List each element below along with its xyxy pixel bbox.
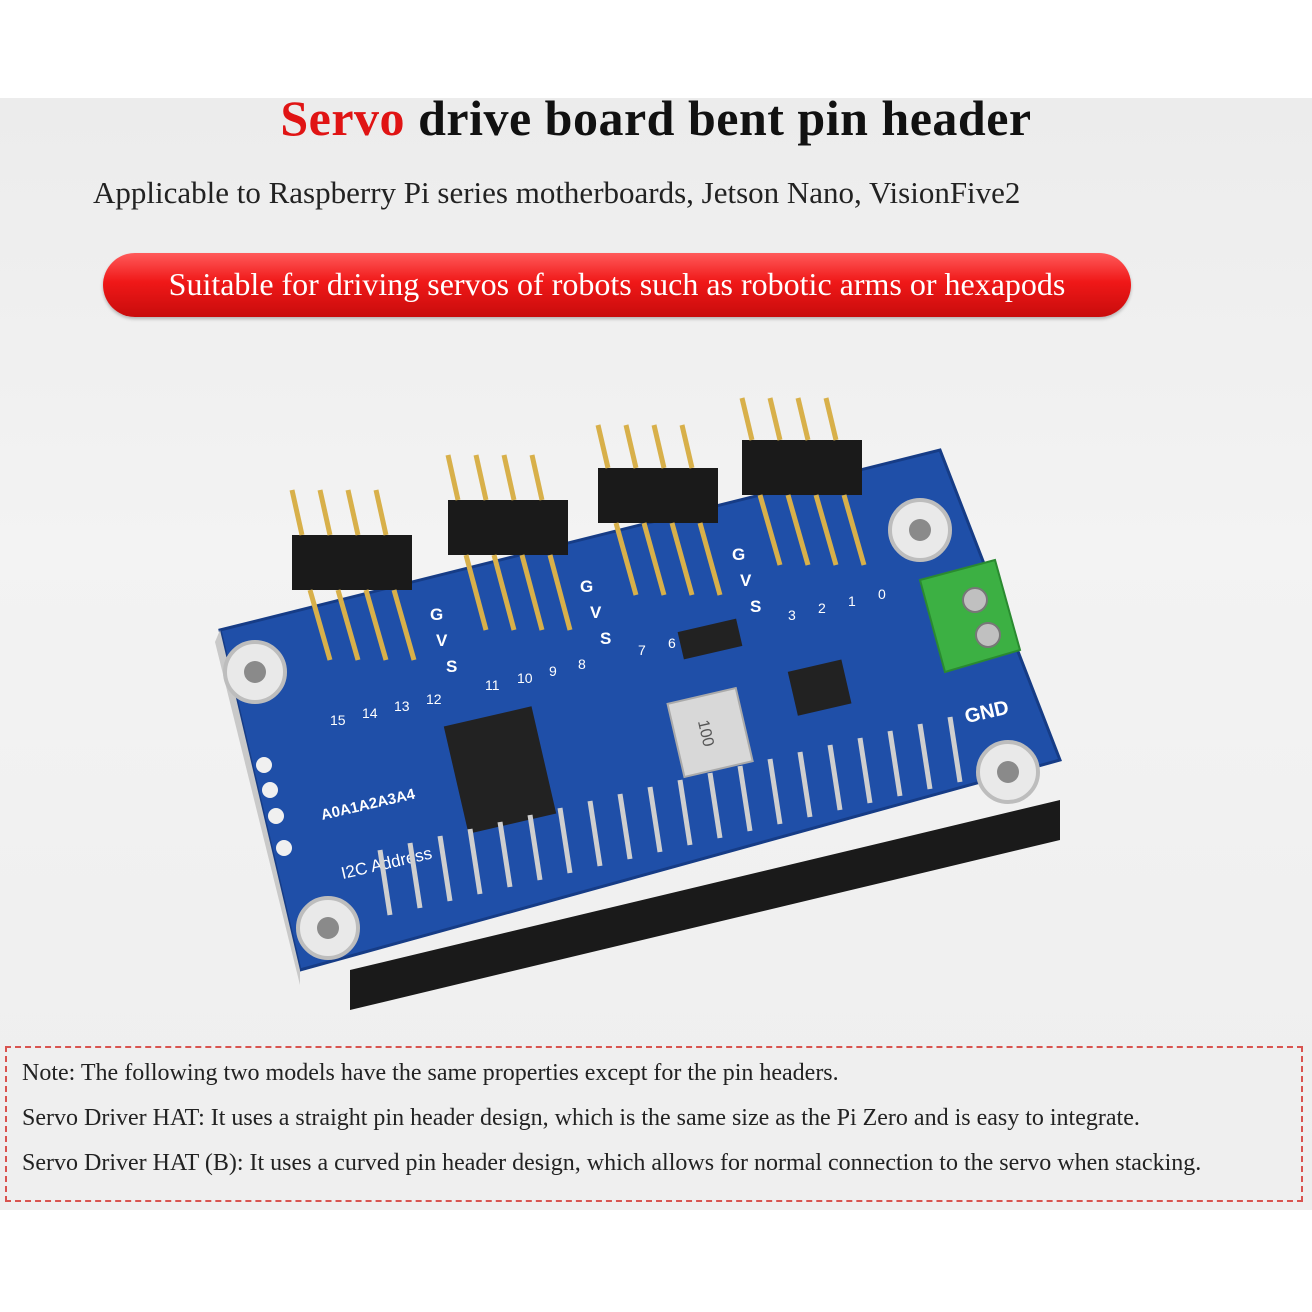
feature-banner: Suitable for driving servos of robots su… xyxy=(103,253,1131,317)
ch-10: 10 xyxy=(517,670,533,686)
silk-v-1: V xyxy=(436,631,448,650)
ch-8: 8 xyxy=(578,656,586,672)
servo-header-4 xyxy=(739,397,867,566)
silk-g-3: G xyxy=(732,545,745,564)
page-title: Servo drive board bent pin header xyxy=(0,88,1312,148)
diode xyxy=(677,618,743,660)
servo-header-3 xyxy=(595,424,723,596)
inductor-mark: 100 xyxy=(694,718,717,748)
product-photo: G V S G V S G V S 15 14 13 12 11 10 9 8 … xyxy=(180,380,1080,1020)
ch-1: 1 xyxy=(848,593,856,609)
inductor xyxy=(666,686,754,779)
pca9685-chip xyxy=(443,706,557,834)
gpio-header-pins xyxy=(377,716,963,916)
ch-13: 13 xyxy=(394,698,410,714)
regulator-chip xyxy=(787,659,852,716)
servo-board-illustration: G V S G V S G V S 15 14 13 12 11 10 9 8 … xyxy=(215,397,1062,1010)
title-rest: drive board bent pin header xyxy=(405,90,1032,146)
ch-2: 2 xyxy=(818,600,826,616)
ch-12: 12 xyxy=(426,691,442,707)
servo-header-2 xyxy=(445,454,573,631)
status-leds xyxy=(256,757,292,856)
note-line-1: Note: The following two models have the … xyxy=(22,1060,839,1086)
silk-g-2: G xyxy=(580,577,593,596)
ch-3: 3 xyxy=(788,607,796,623)
ch-0: 0 xyxy=(878,586,886,602)
mounting-hole-centers xyxy=(244,519,1019,939)
note-line-3: Servo Driver HAT (B): It uses a curved p… xyxy=(22,1150,1202,1176)
ch-14: 14 xyxy=(362,705,378,721)
silk-s-2: S xyxy=(600,629,611,648)
silk-g-1: G xyxy=(430,605,443,624)
compatibility-subtitle: Applicable to Raspberry Pi series mother… xyxy=(93,175,1021,210)
model-note-box: Note: The following two models have the … xyxy=(5,1046,1303,1202)
silk-s-1: S xyxy=(446,657,457,676)
pcb-edge xyxy=(215,630,300,985)
ch-9: 9 xyxy=(549,663,557,679)
silk-v-3: V xyxy=(740,571,752,590)
power-terminal xyxy=(918,558,1022,674)
ch-7: 7 xyxy=(638,642,646,658)
bottom-header-shadow xyxy=(350,800,1060,1010)
title-accent: Servo xyxy=(280,90,406,146)
ch-6: 6 xyxy=(668,635,676,651)
servo-header-1 xyxy=(289,489,417,661)
note-line-2: Servo Driver HAT: It uses a straight pin… xyxy=(22,1105,1140,1131)
silk-v-2: V xyxy=(590,603,602,622)
silk-s-3: S xyxy=(750,597,761,616)
ch-11: 11 xyxy=(485,677,500,693)
ch-15: 15 xyxy=(330,712,346,728)
